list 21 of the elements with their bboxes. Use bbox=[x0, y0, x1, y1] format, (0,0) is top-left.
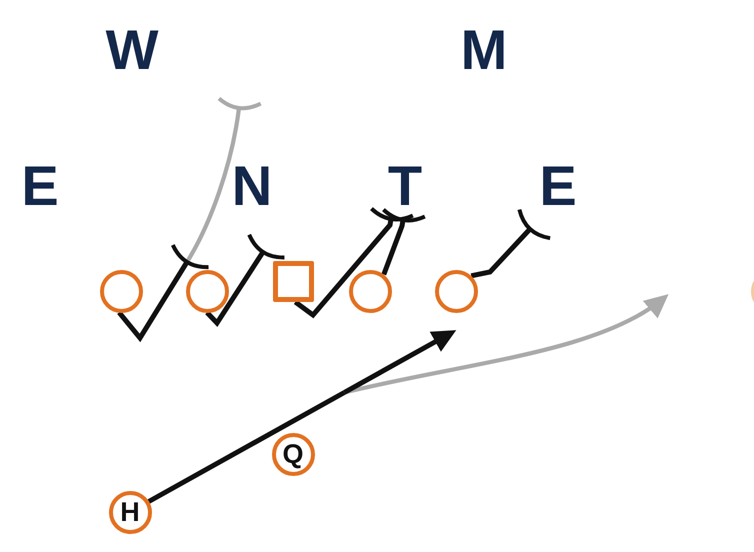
route-arrow bbox=[343, 330, 456, 395]
player-circle: Q bbox=[272, 432, 314, 476]
defender-label: W bbox=[106, 26, 158, 74]
lineman-square bbox=[273, 261, 314, 302]
player-circle bbox=[100, 270, 142, 312]
defender-label: T bbox=[388, 162, 422, 210]
block-route bbox=[294, 206, 415, 318]
player-circle bbox=[434, 270, 478, 312]
defender-label: E bbox=[21, 162, 59, 210]
block-route bbox=[470, 208, 552, 278]
player-circle bbox=[348, 270, 392, 312]
defender-label: E bbox=[539, 162, 577, 210]
player-circle: H bbox=[108, 490, 152, 534]
defender-label: N bbox=[232, 162, 272, 210]
block-route bbox=[185, 96, 263, 264]
defender-label: M bbox=[460, 26, 508, 74]
block-route bbox=[381, 208, 427, 276]
block-route bbox=[117, 243, 211, 342]
player-circle bbox=[186, 270, 228, 312]
route-line bbox=[148, 390, 346, 504]
block-route bbox=[205, 232, 286, 328]
